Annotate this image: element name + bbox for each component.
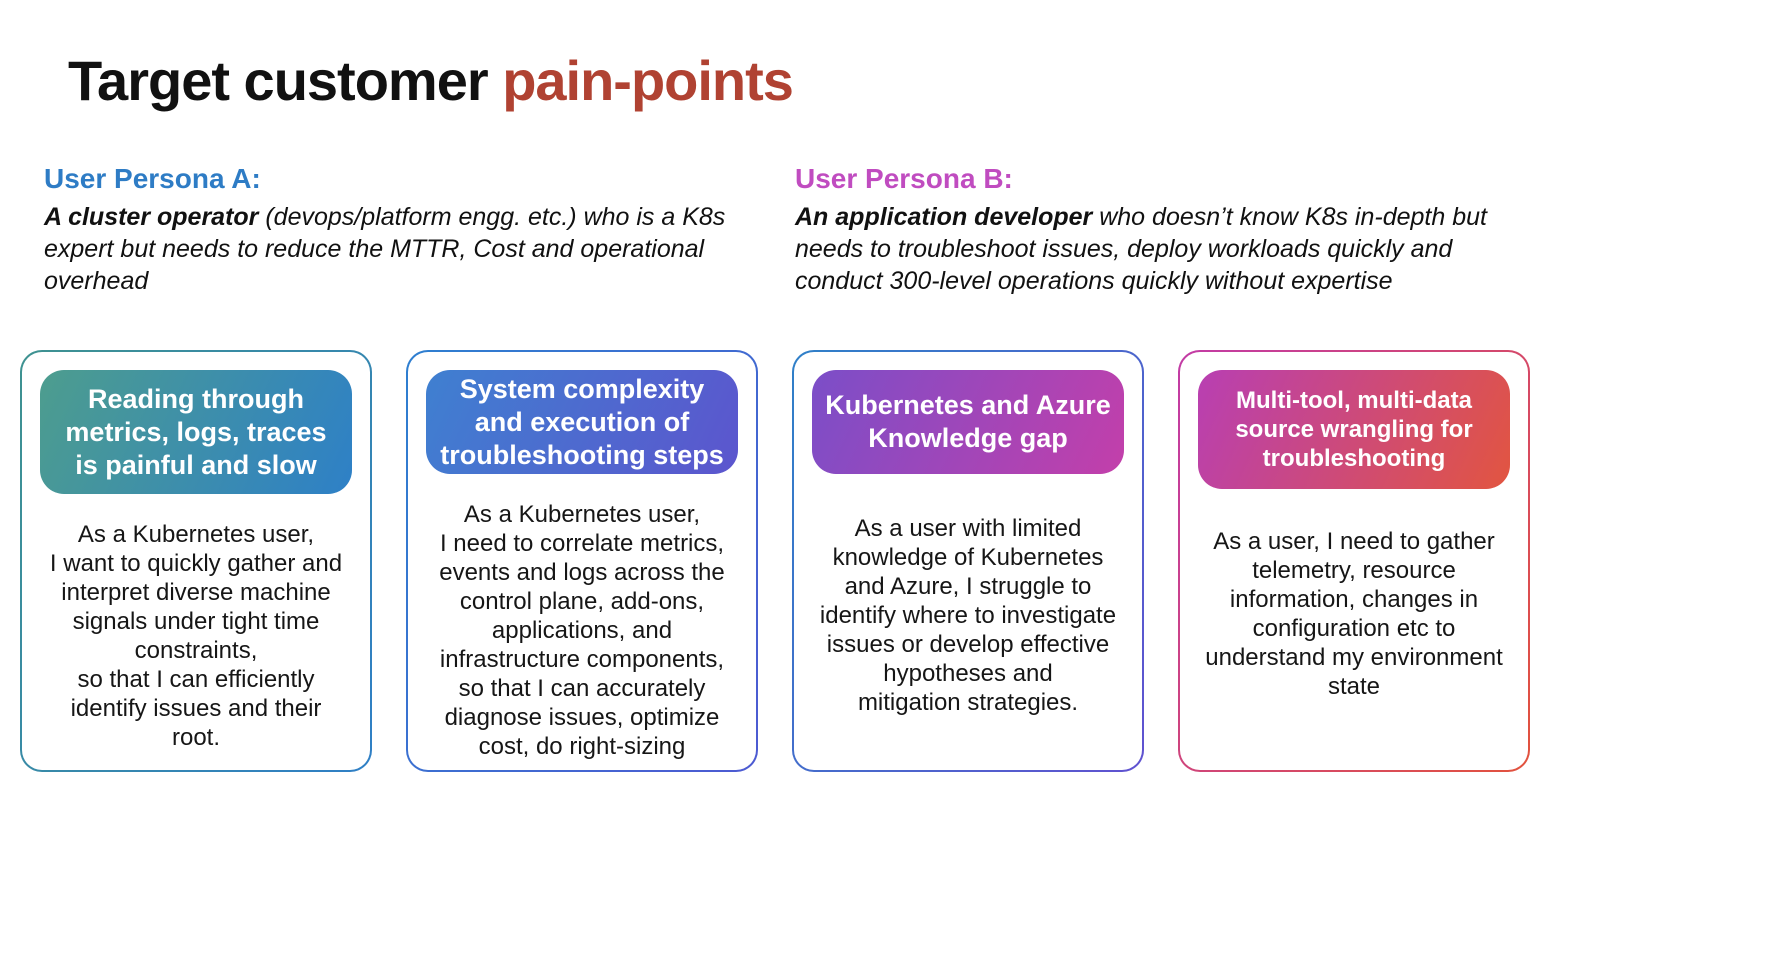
persona-b-section: User Persona B: An application developer… <box>795 163 1545 297</box>
card-title: Reading through metrics, logs, traces is… <box>65 383 327 480</box>
persona-a-section: User Persona A: A cluster operator (devo… <box>44 163 750 297</box>
pain-point-card-knowledge-gap: Kubernetes and Azure Knowledge gap As a … <box>792 350 1144 772</box>
persona-a-role: A cluster operator <box>44 203 259 231</box>
card-inner: Multi-tool, multi-data source wrangling … <box>1180 352 1528 770</box>
card-inner: Reading through metrics, logs, traces is… <box>22 352 370 770</box>
pain-point-card-reading-signals: Reading through metrics, logs, traces is… <box>20 350 372 772</box>
card-body: As a Kubernetes user, I want to quickly … <box>49 521 343 751</box>
pain-point-card-system-complexity: System complexity and execution of troub… <box>406 350 758 772</box>
pain-point-cards-row: Reading through metrics, logs, traces is… <box>20 350 1530 772</box>
card-title: Multi-tool, multi-data source wrangling … <box>1235 387 1473 472</box>
persona-a-description: A cluster operator (devops/platform engg… <box>44 201 750 297</box>
card-header: Multi-tool, multi-data source wrangling … <box>1198 370 1510 489</box>
pain-point-card-multi-tool: Multi-tool, multi-data source wrangling … <box>1178 350 1530 772</box>
card-header: Kubernetes and Azure Knowledge gap <box>812 370 1124 474</box>
card-header: System complexity and execution of troub… <box>426 370 738 474</box>
persona-b-detail: who doesn’t know K8s in-depth but needs … <box>795 203 1487 295</box>
page-title-accent: pain-points <box>502 49 794 112</box>
page-title-main: Target customer <box>68 49 503 112</box>
card-header: Reading through metrics, logs, traces is… <box>40 370 352 494</box>
card-inner: Kubernetes and Azure Knowledge gap As a … <box>794 352 1142 770</box>
card-title: System complexity and execution of troub… <box>440 373 724 470</box>
page-title: Target customer pain-points <box>68 48 794 113</box>
persona-a-detail: (devops/platform engg. etc.) who is a K8… <box>44 203 726 295</box>
card-body: As a user with limited knowledge of Kube… <box>819 515 1117 716</box>
card-inner: System complexity and execution of troub… <box>408 352 756 770</box>
persona-a-heading: User Persona A: <box>44 163 261 194</box>
card-body: As a user, I need to gather telemetry, r… <box>1205 528 1503 700</box>
card-body: As a Kubernetes user, I need to correlat… <box>439 501 725 760</box>
persona-b-role: An application developer <box>795 203 1093 231</box>
persona-b-description: An application developer who doesn’t kno… <box>795 201 1545 297</box>
card-title: Kubernetes and Azure Knowledge gap <box>825 390 1111 453</box>
persona-b-heading: User Persona B: <box>795 163 1013 194</box>
